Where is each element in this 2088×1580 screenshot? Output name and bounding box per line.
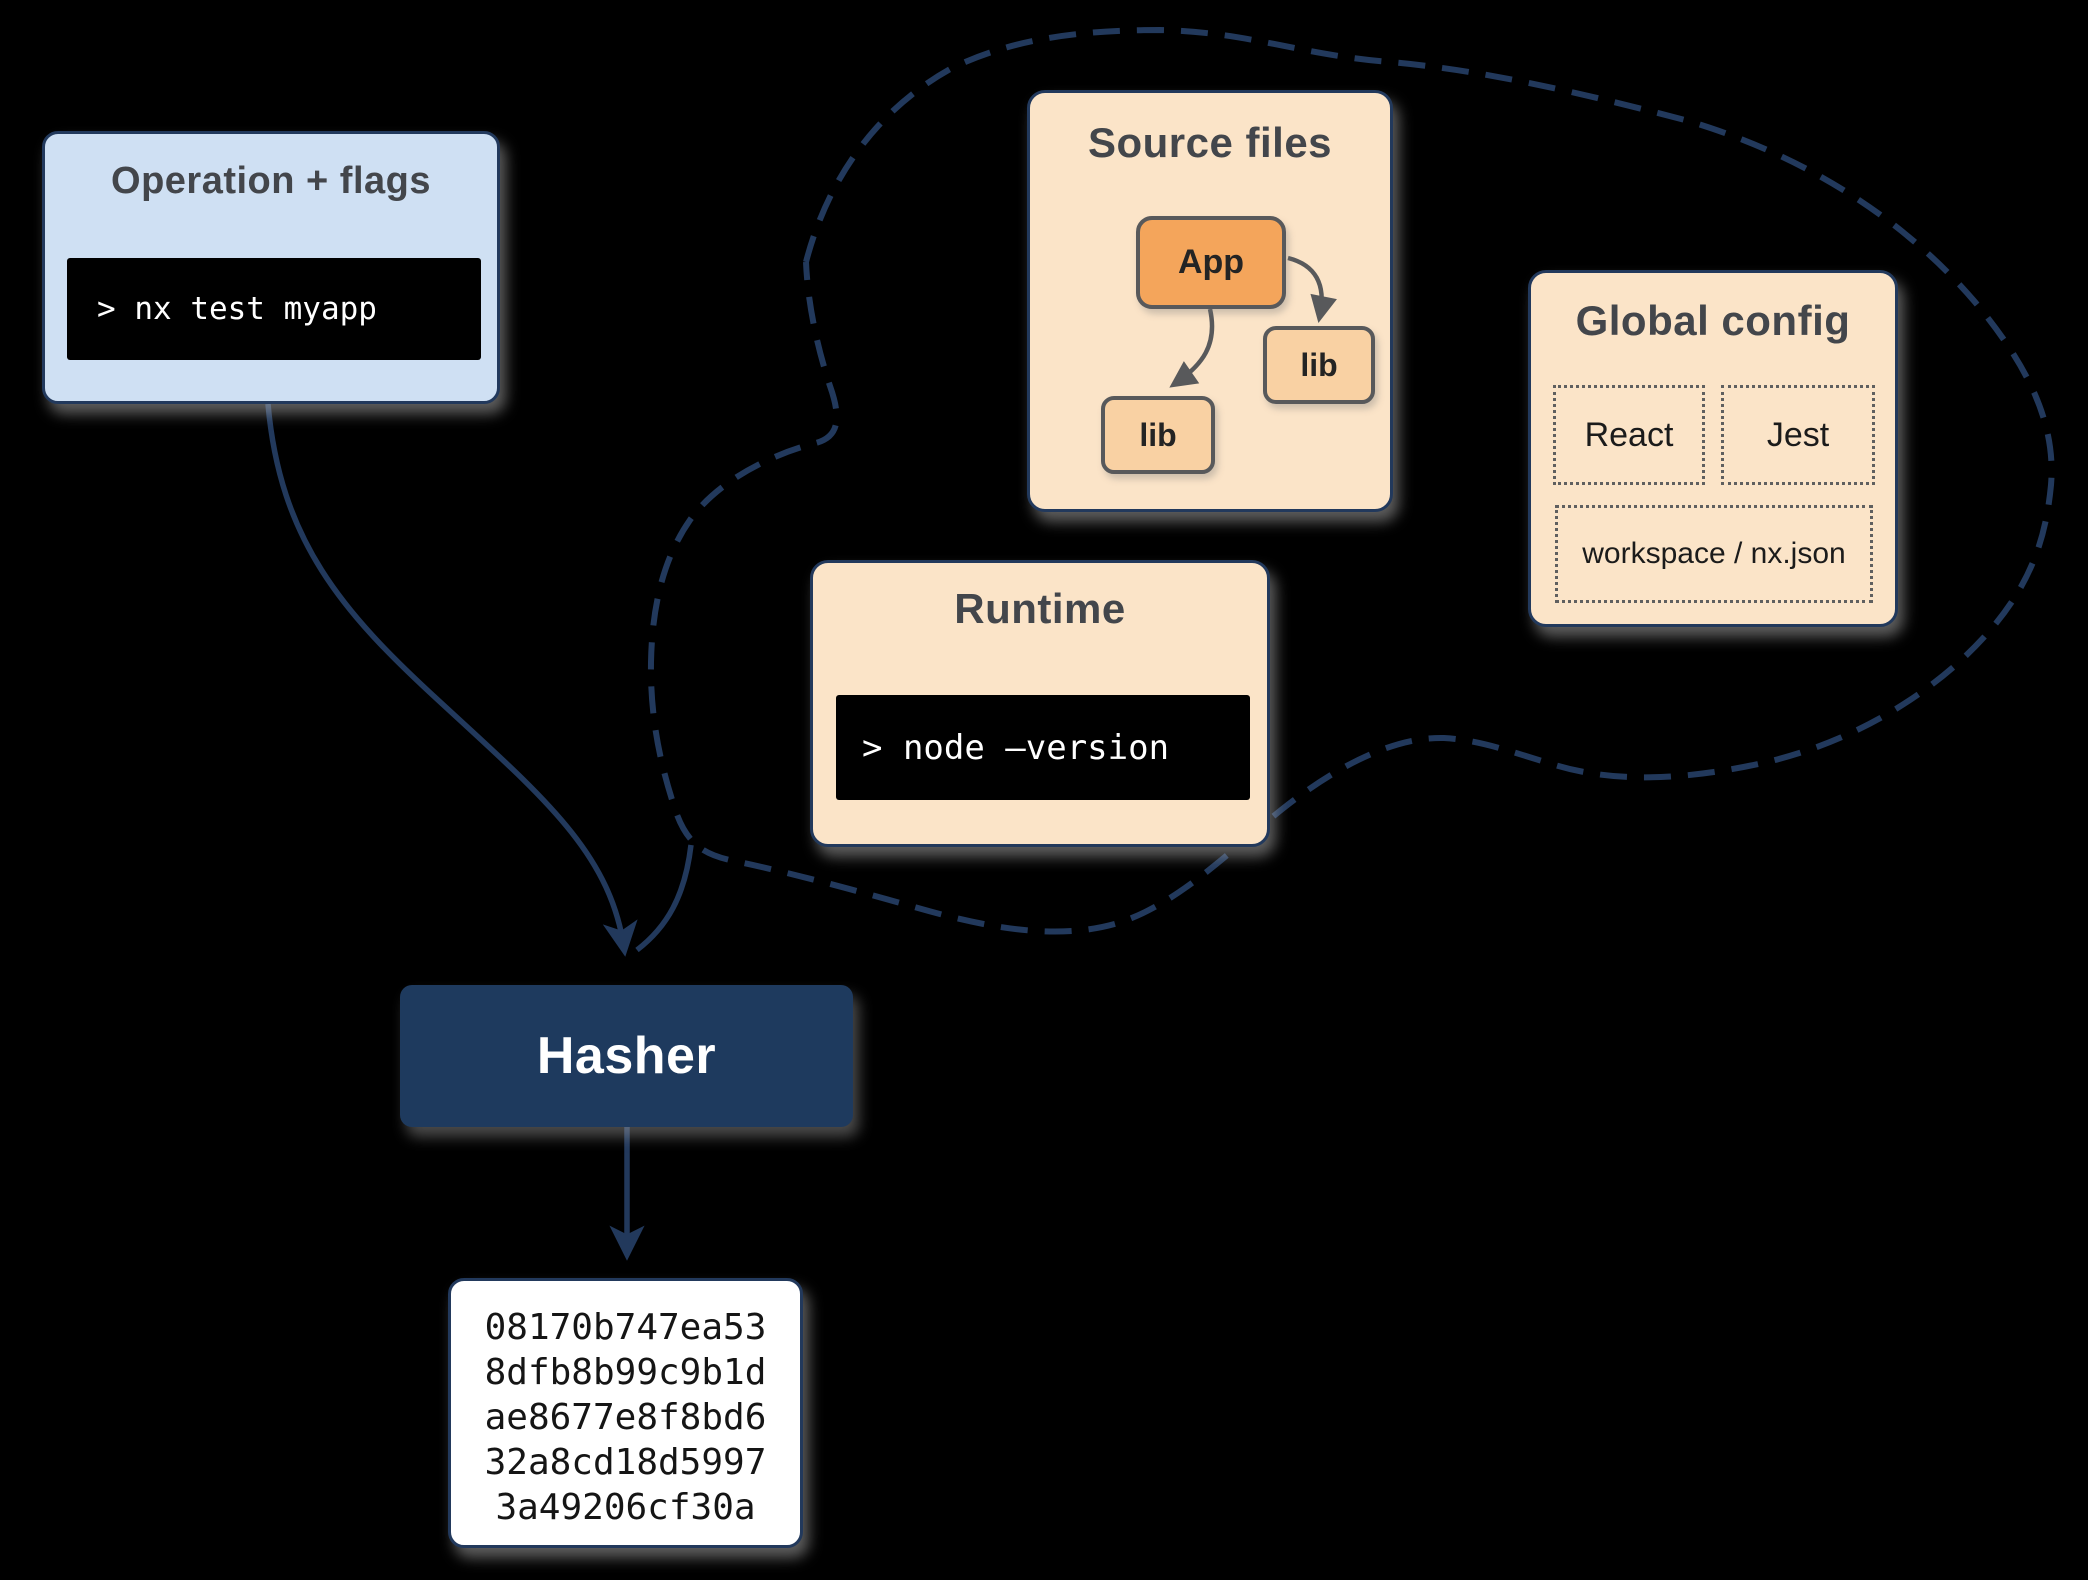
global-config-box: Global config React Jest workspace / nx.… <box>1528 270 1898 627</box>
hash-line: 32a8cd18d5997 <box>484 1442 767 1483</box>
hash-line: 08170b747ea53 <box>484 1307 767 1348</box>
hash-line: 3a49206cf30a <box>495 1487 756 1528</box>
operation-flags-box: Operation + flags > nx test myapp <box>42 131 500 404</box>
config-item-jest: Jest <box>1721 385 1875 485</box>
hash-output-box: 08170b747ea53 8dfb8b99c9b1d ae8677e8f8bd… <box>448 1278 803 1548</box>
hash-line: 8dfb8b99c9b1d <box>484 1352 767 1393</box>
operation-flags-title: Operation + flags <box>111 160 431 202</box>
runtime-title: Runtime <box>954 585 1126 632</box>
config-item-react: React <box>1553 385 1705 485</box>
lib-node-left: lib <box>1101 396 1215 474</box>
hash-line: ae8677e8f8bd6 <box>484 1397 767 1438</box>
config-item-workspace-nxjson: workspace / nx.json <box>1555 505 1873 603</box>
runtime-command: > node –version <box>862 727 1170 768</box>
hasher-box: Hasher <box>400 985 853 1127</box>
arrow-cloud-to-hasher <box>635 844 694 953</box>
runtime-box: Runtime > node –version <box>810 560 1270 847</box>
app-node: App <box>1136 216 1286 309</box>
global-config-title: Global config <box>1575 297 1851 344</box>
source-files-title: Source files <box>1087 119 1333 166</box>
inputs-cloud-outline <box>647 26 2055 935</box>
edge-app-to-lib-right <box>1287 255 1337 323</box>
lib-node-right: lib <box>1263 326 1375 404</box>
runtime-terminal: > node –version <box>836 695 1250 800</box>
source-files-box: Source files App lib lib <box>1027 90 1393 512</box>
edge-app-to-lib-left <box>1169 308 1215 388</box>
source-graph-edges <box>1169 255 1337 388</box>
operation-command: > nx test myapp <box>97 291 377 327</box>
arrow-operation-to-hasher <box>265 403 638 957</box>
operation-terminal: > nx test myapp <box>67 258 481 360</box>
